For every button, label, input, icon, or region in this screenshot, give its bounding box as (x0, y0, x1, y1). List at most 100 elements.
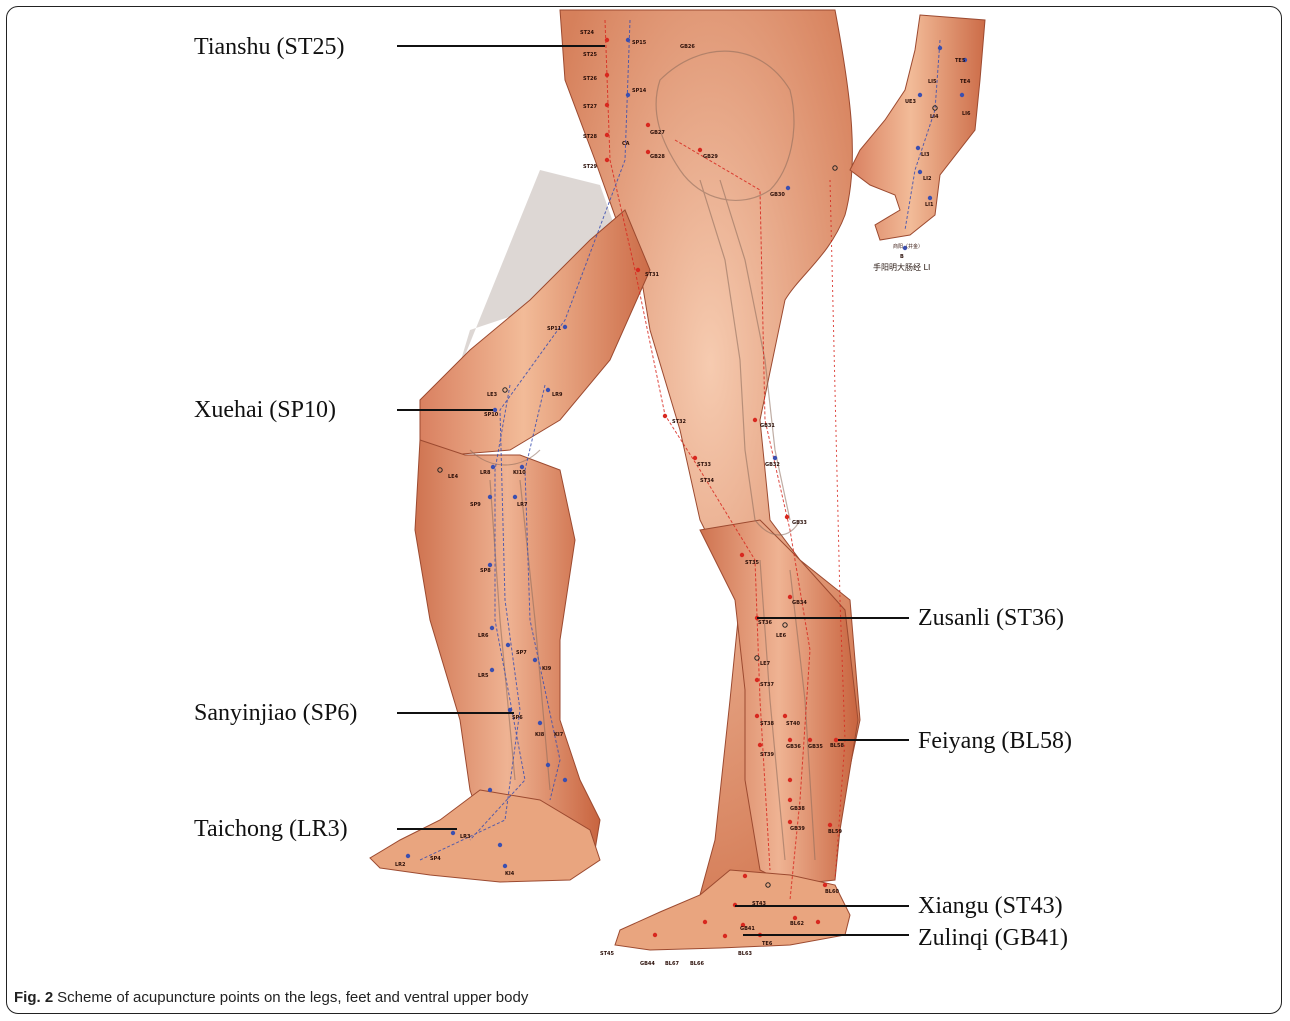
point-label: LR8 (480, 470, 491, 476)
callout-xuehai: Xuehai (SP10) (194, 398, 336, 422)
point-label: TE4 (960, 79, 971, 85)
point-label: KI8 (535, 732, 545, 738)
point-label: ST34 (700, 478, 714, 484)
point-label: LE7 (760, 661, 771, 667)
callout-taichong: Taichong (LR3) (194, 817, 348, 841)
point-label: GB32 (765, 462, 780, 468)
point-label: BL60 (825, 889, 839, 895)
point-label: GB38 (790, 806, 805, 812)
leader-line-zulinqi (743, 934, 909, 936)
point-label: ST27 (583, 104, 597, 110)
hand-meridian-label: 手阳明大肠经 LI (873, 262, 930, 272)
point-label: SP10 (484, 412, 499, 418)
point-label: GB39 (790, 826, 805, 832)
callout-zulinqi: Zulinqi (GB41) (918, 926, 1068, 950)
point-label: ST39 (760, 752, 774, 758)
point-label: ST37 (760, 682, 774, 688)
point-label: SP11 (547, 326, 562, 332)
point-label: LE3 (487, 392, 498, 398)
leader-line-tianshu (397, 45, 605, 47)
point-label: ST32 (672, 419, 686, 425)
point-label: ST26 (583, 76, 597, 82)
callout-sanyinjiao: Sanyinjiao (SP6) (194, 701, 357, 725)
leader-line-xiangu (735, 905, 909, 907)
point-label: ST36 (758, 620, 772, 626)
point-label: BL67 (665, 961, 679, 967)
callout-zusanli: Zusanli (ST36) (918, 606, 1064, 630)
callout-feiyang: Feiyang (BL58) (918, 729, 1072, 753)
point-label: LR5 (478, 673, 489, 679)
leader-line-xuehai (397, 409, 493, 411)
point-label: SP4 (430, 856, 441, 862)
point-label: SP6 (512, 715, 523, 721)
point-label: KI10 (513, 470, 526, 476)
point-label: TE5 (955, 58, 966, 64)
point-label: ST24 (580, 30, 594, 36)
point-label: CA (622, 141, 630, 147)
point-label: GB28 (650, 154, 665, 160)
point-label: BL59 (828, 829, 842, 835)
point-label: LR6 (478, 633, 489, 639)
point-label: B (900, 254, 904, 260)
callout-tianshu: Tianshu (ST25) (194, 35, 344, 59)
leader-line-sanyinjiao (397, 712, 514, 714)
point-label: GB44 (640, 961, 655, 967)
point-label: ST35 (745, 560, 759, 566)
point-label: LE6 (776, 633, 787, 639)
point-label: BL62 (790, 921, 804, 927)
callout-xiangu: Xiangu (ST43) (918, 894, 1063, 918)
point-label: LR2 (395, 862, 406, 868)
point-label: SP7 (516, 650, 527, 656)
hand (850, 15, 985, 240)
point-label: KI7 (554, 732, 564, 738)
point-label: KI9 (542, 666, 552, 672)
point-label: LI5 (928, 79, 937, 85)
point-label: LR9 (552, 392, 563, 398)
point-label: LR3 (460, 834, 471, 840)
point-label: ST29 (583, 164, 597, 170)
point-label: UE3 (905, 99, 916, 105)
point-label: GB41 (740, 926, 755, 932)
point-label: LI6 (962, 111, 971, 117)
point-label: LI4 (930, 114, 939, 120)
point-label: ST25 (583, 52, 597, 58)
point-label: LI3 (921, 152, 930, 158)
figure-caption-text: Scheme of acupuncture points on the legs… (57, 989, 528, 1006)
point-label: ST40 (786, 721, 800, 727)
hand-point-label: 商阳（井金） (893, 243, 923, 250)
point-label: GB31 (760, 423, 775, 429)
leader-line-taichong (397, 828, 457, 830)
point-label: GB27 (650, 130, 665, 136)
point-label: GB26 (680, 44, 695, 50)
point-label: GB29 (703, 154, 718, 160)
leader-line-zusanli (757, 617, 909, 619)
point-label: GB33 (792, 520, 807, 526)
point-label: SP9 (470, 502, 481, 508)
point-label: KI4 (505, 871, 515, 877)
point-label: GB36 (786, 744, 801, 750)
point-label: GB34 (792, 600, 807, 606)
point-label: GB30 (770, 192, 785, 198)
figure-number: Fig. 2 (14, 989, 53, 1006)
point-label: ST38 (760, 721, 774, 727)
point-label: LI1 (925, 202, 934, 208)
point-label: ST33 (697, 462, 711, 468)
point-label: TE6 (762, 941, 773, 947)
point-label: LE4 (448, 474, 459, 480)
point-label: BL66 (690, 961, 704, 967)
point-label: LI2 (923, 176, 932, 182)
point-label: SP8 (480, 568, 491, 574)
point-label: GB35 (808, 744, 823, 750)
front-foot (615, 870, 850, 950)
point-label: ST28 (583, 134, 597, 140)
point-label: SP14 (632, 88, 647, 94)
point-label: BL58 (830, 743, 844, 749)
point-label: BL63 (738, 951, 752, 957)
point-label: ST31 (645, 272, 659, 278)
point-label: ST45 (600, 951, 614, 957)
point-label: SP15 (632, 40, 647, 46)
leader-line-feiyang (838, 739, 909, 741)
point-label: LR7 (517, 502, 528, 508)
